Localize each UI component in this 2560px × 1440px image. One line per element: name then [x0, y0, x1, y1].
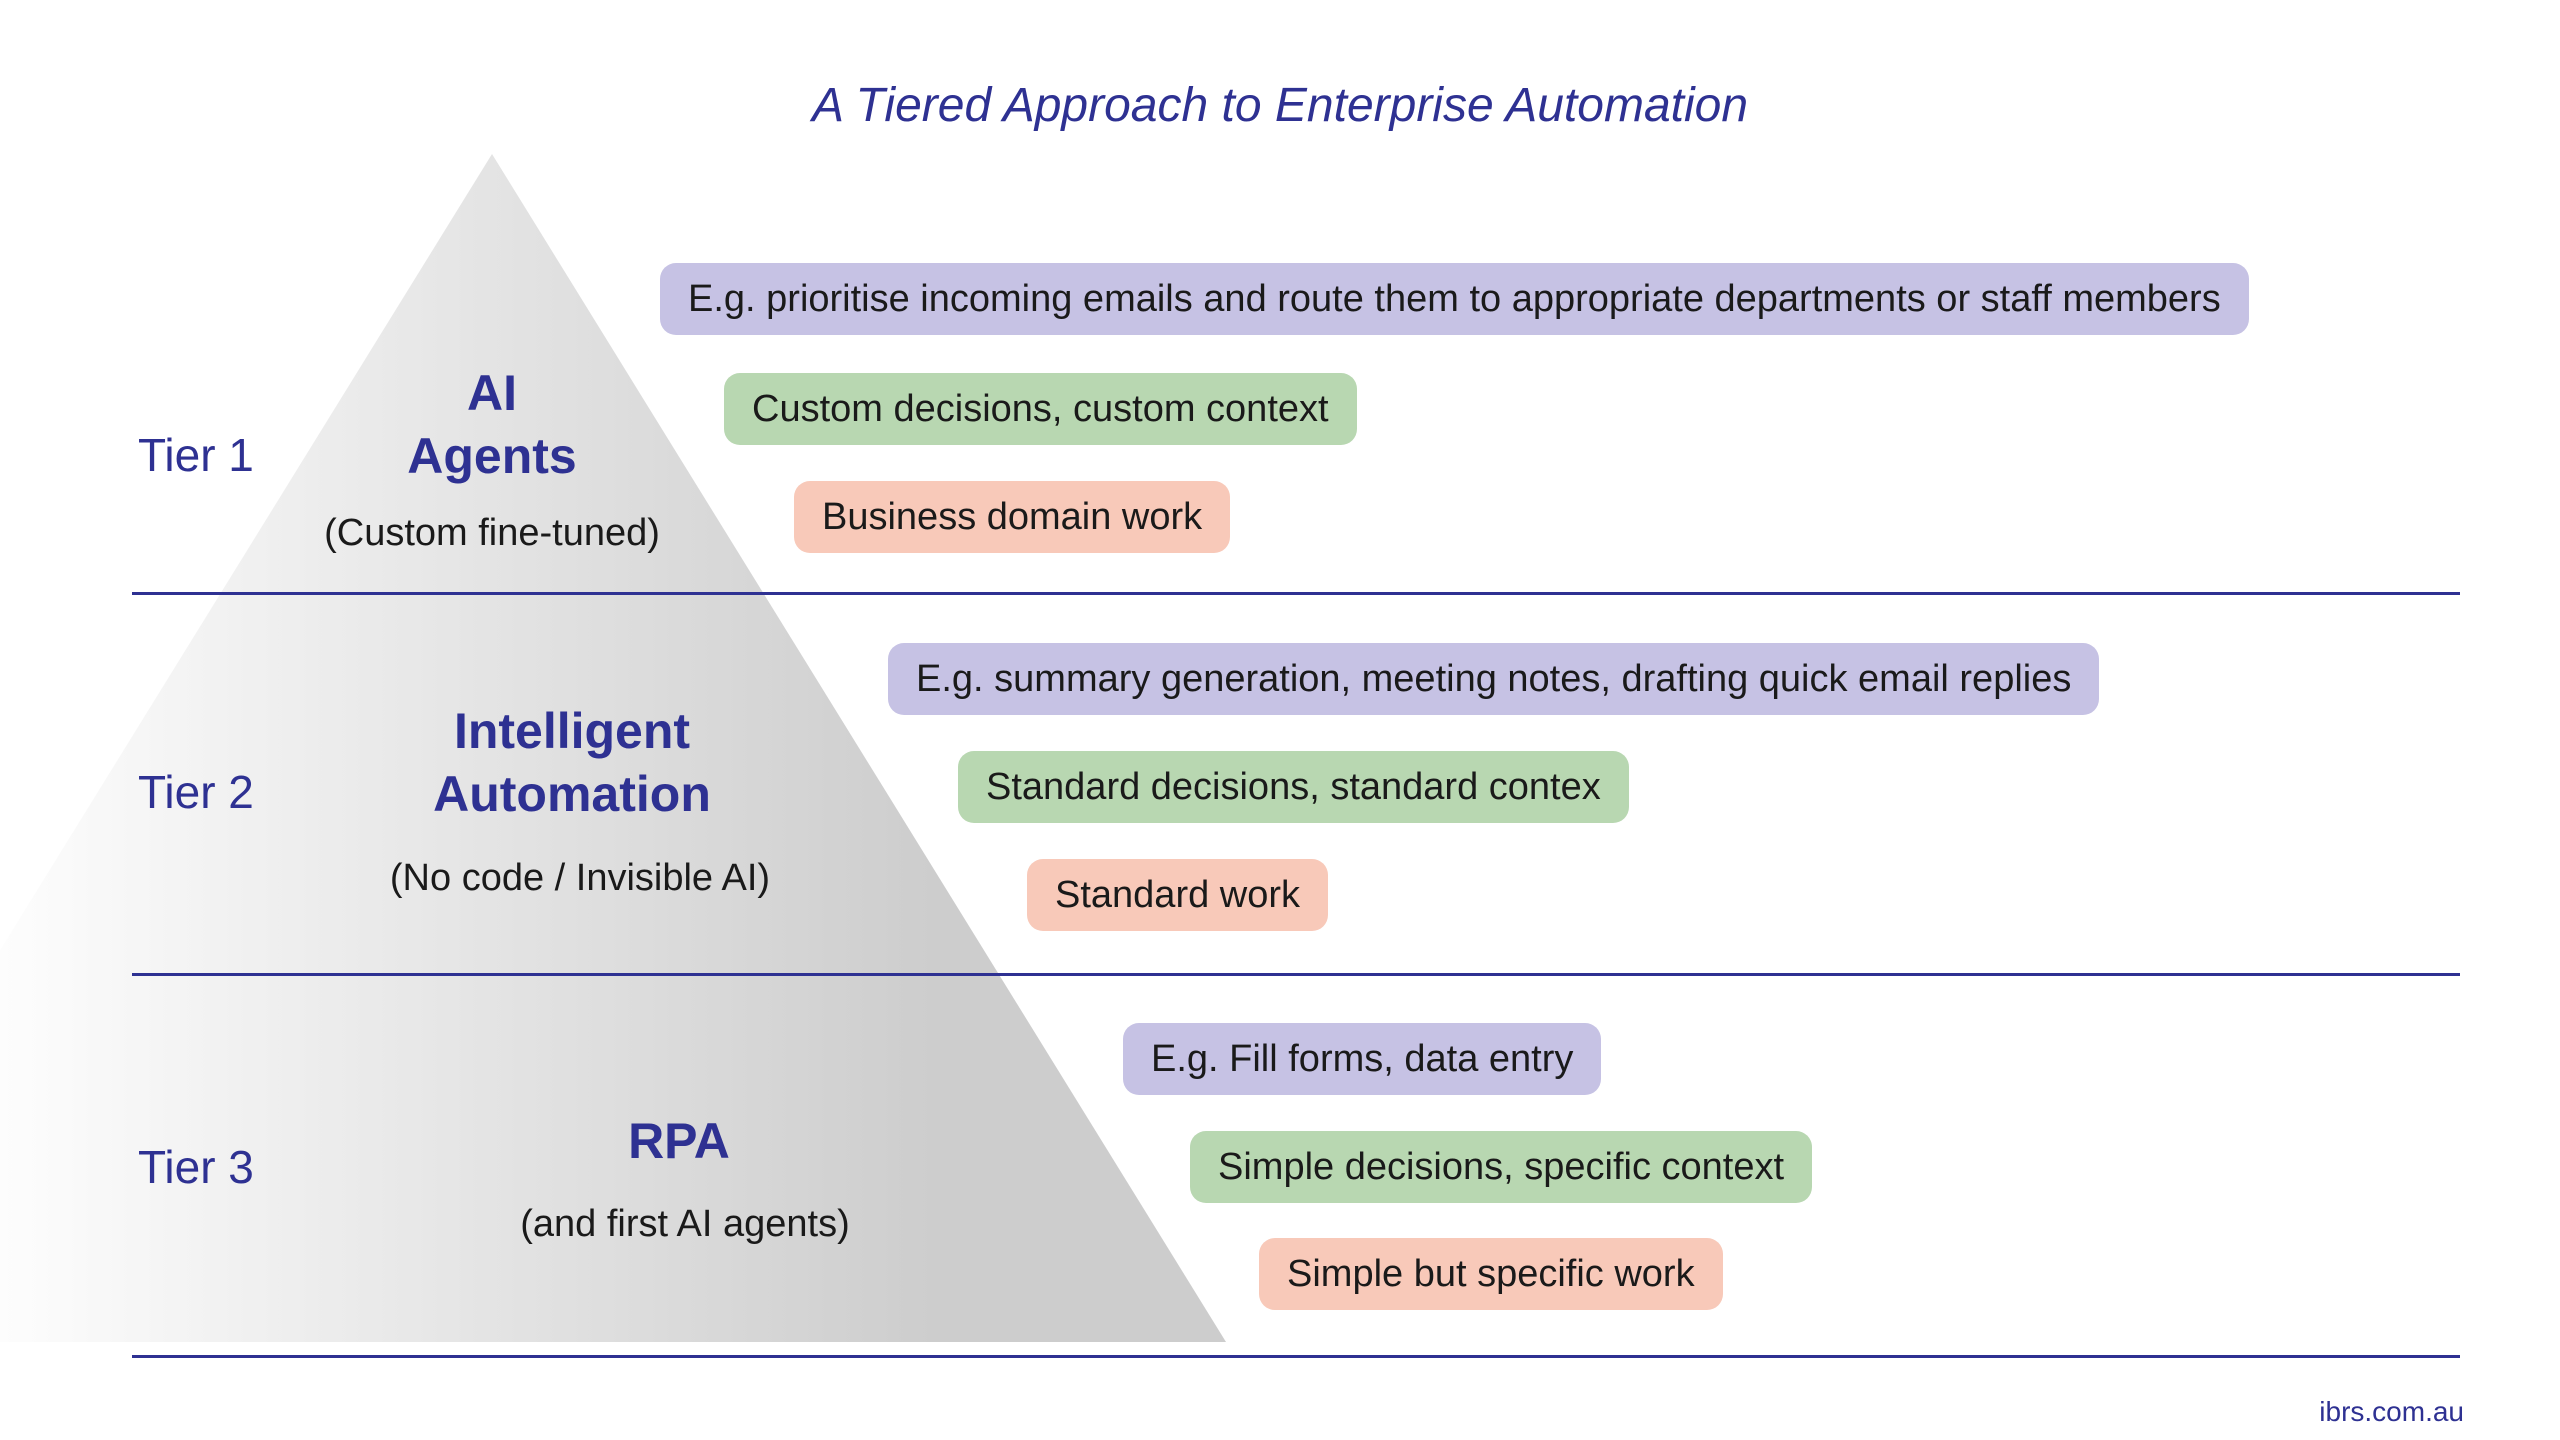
tier-3-example-pill: E.g. Fill forms, data entry — [1123, 1023, 1602, 1095]
footer-url: ibrs.com.au — [2319, 1396, 2464, 1427]
tier-2-name: Intelligent Automation — [433, 703, 711, 822]
tier-2-work-pill: Standard work — [1027, 859, 1329, 931]
tier-1-work-pill: Business domain work — [794, 481, 1231, 553]
tier-1-example-pill: E.g. prioritise incoming emails and rout… — [660, 263, 2249, 335]
tier-2-decisions-pill: Standard decisions, standard contex — [958, 751, 1629, 823]
tier-3-subtitle: (and first AI agents) — [520, 1203, 850, 1245]
tier-3-divider — [132, 1355, 2460, 1358]
tier-3-decisions-pill: Simple decisions, specific context — [1190, 1131, 1813, 1203]
page-title: A Tiered Approach to Enterprise Automati… — [811, 79, 1749, 132]
tier-3-work-pill: Simple but specific work — [1259, 1238, 1723, 1310]
tier-1-divider — [132, 592, 2460, 595]
tier-3-label: Tier 3 — [138, 1141, 254, 1193]
tier-2-divider — [132, 973, 2460, 976]
tier-1-name: AI Agents — [407, 365, 577, 484]
tier-2-example-pill: E.g. summary generation, meeting notes, … — [888, 643, 2100, 715]
tier-1-label: Tier 1 — [138, 429, 254, 481]
tier-2-subtitle: (No code / Invisible AI) — [389, 857, 771, 899]
tier-2-label: Tier 2 — [138, 766, 254, 818]
tier-3-name: RPA — [628, 1113, 730, 1169]
tier-1-decisions-pill: Custom decisions, custom context — [724, 373, 1357, 445]
tier-1-subtitle: (Custom fine-tuned) — [324, 512, 660, 554]
